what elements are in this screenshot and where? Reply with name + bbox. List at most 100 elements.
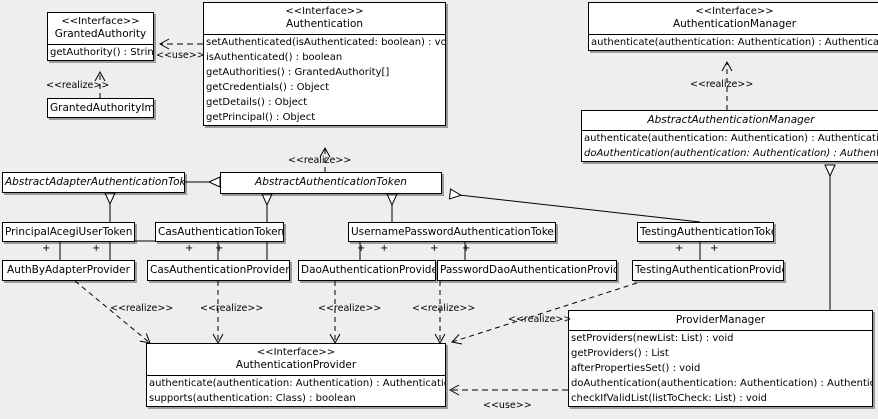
class-member: doAuthentication(authentication: Authent…: [584, 148, 878, 159]
class-header: <<Interface>> AuthenticationProvider: [147, 344, 445, 375]
class-box-dao-authentication-provider[interactable]: DaoAuthenticationProvider: [298, 260, 436, 281]
class-name: DaoAuthenticationProvider: [301, 264, 436, 276]
class-member: getAuthorities() : GrantedAuthority[]: [206, 67, 390, 78]
class-member: supports(authentication: Class) : boolea…: [149, 393, 356, 404]
class-header: <<Interface>> GrantedAuthority: [48, 13, 153, 44]
multiplicity-marker: +: [380, 243, 389, 254]
class-name: AuthenticationProvider: [235, 359, 357, 371]
multiplicity-marker: +: [430, 243, 439, 254]
class-box-abstract-adapter-authentication-token[interactable]: AbstractAdapterAuthenticationToken: [2, 172, 185, 193]
class-name: AuthByAdapterProvider: [7, 264, 130, 276]
class-header: <<Interface>> Authentication: [204, 3, 445, 34]
class-name: TestingAuthenticationProvider: [635, 264, 784, 276]
class-name: CasAuthenticationToken: [158, 226, 284, 238]
class-member: getPrincipal() : Object: [206, 112, 316, 123]
class-header: DaoAuthenticationProvider: [299, 261, 435, 280]
class-header: TestingAuthenticationToken: [638, 223, 774, 241]
class-box-abstract-authentication-token[interactable]: AbstractAuthenticationToken: [220, 172, 442, 194]
class-member: authenticate(authentication: Authenticat…: [584, 133, 878, 144]
class-box-provider-manager[interactable]: ProviderManager setProviders(newList: Li…: [568, 310, 873, 407]
class-members: setAuthenticated(isAuthenticated: boolea…: [204, 34, 445, 125]
edge-label-use-authentication-granted-authority: <<use>>: [156, 50, 205, 61]
class-member: doAuthentication(authentication: Authent…: [571, 378, 873, 389]
class-member: setAuthenticated(isAuthenticated: boolea…: [206, 37, 446, 48]
class-box-granted-authority-impl[interactable]: GrantedAuthorityImpl: [47, 98, 154, 118]
class-members: authenticate(authentication: Authenticat…: [147, 375, 445, 406]
class-header: PasswordDaoAuthenticationProvider: [438, 261, 616, 280]
class-member: checkIfValidList(listToCheck: List) : vo…: [571, 393, 768, 404]
multiplicity-marker: +: [42, 243, 51, 254]
class-header: <<Interface>> AuthenticationManager: [589, 3, 878, 34]
class-members: authenticate(authentication: Authenticat…: [589, 34, 878, 50]
multiplicity-marker: +: [92, 243, 101, 254]
class-header: AuthByAdapterProvider: [3, 261, 134, 280]
class-box-authentication-provider[interactable]: <<Interface>> AuthenticationProvider aut…: [146, 343, 446, 407]
class-member: getProviders() : List: [571, 348, 669, 359]
class-name: UsernamePasswordAuthenticationToken: [351, 226, 556, 238]
class-name: PasswordDaoAuthenticationProvider: [440, 264, 617, 276]
class-name: CasAuthenticationProvider: [150, 264, 290, 276]
class-box-abstract-authentication-manager[interactable]: AbstractAuthenticationManager authentica…: [581, 110, 878, 162]
edge-label-use-provider-manager: <<use>>: [483, 400, 532, 411]
edge-label-realize-granted-authority-impl: <<realize>>: [46, 80, 110, 91]
class-stereotype: <<Interface>>: [285, 6, 364, 17]
class-name: GrantedAuthorityImpl: [50, 102, 154, 114]
edge-label-realize-dao-authentication-provider: <<realize>>: [318, 303, 382, 314]
multiplicity-marker: +: [357, 243, 366, 254]
class-name: GrantedAuthority: [54, 28, 147, 40]
class-name: TestingAuthenticationToken: [640, 226, 774, 238]
class-header: UsernamePasswordAuthenticationToken: [349, 223, 556, 241]
class-stereotype: <<Interface>>: [695, 6, 774, 17]
class-member: afterPropertiesSet() : void: [571, 363, 701, 374]
class-header: CasAuthenticationToken: [156, 223, 284, 241]
class-box-cas-authentication-token[interactable]: CasAuthenticationToken: [155, 222, 284, 242]
class-header: AbstractAuthenticationManager: [582, 111, 878, 130]
class-header: AbstractAuthenticationToken: [221, 173, 441, 192]
class-member: setProviders(newList: List) : void: [571, 333, 734, 344]
class-box-username-password-authentication-token[interactable]: UsernamePasswordAuthenticationToken: [348, 222, 556, 242]
class-member: getCredentials() : Object: [206, 82, 330, 93]
edge-label-realize-abstract-authentication-token: <<realize>>: [288, 155, 352, 166]
class-header: PrincipalAcegiUserToken: [3, 223, 134, 241]
class-box-testing-authentication-token[interactable]: TestingAuthenticationToken: [637, 222, 774, 242]
class-name: AbstractAdapterAuthenticationToken: [5, 176, 185, 188]
class-header: AbstractAdapterAuthenticationToken: [3, 173, 184, 192]
class-name: AbstractAuthenticationToken: [255, 176, 407, 188]
class-member: authenticate(authentication: Authenticat…: [591, 37, 878, 48]
class-header: CasAuthenticationProvider: [148, 261, 289, 280]
class-name: AbstractAuthenticationManager: [647, 114, 815, 126]
multiplicity-marker: +: [462, 243, 471, 254]
edge-label-realize-testing-authentication-provider: <<realize>>: [508, 314, 572, 325]
class-member: getAuthority() : String: [50, 47, 154, 58]
edge-label-realize-cas-authentication-provider: <<realize>>: [200, 303, 264, 314]
class-box-auth-by-adapter-provider[interactable]: AuthByAdapterProvider: [2, 260, 135, 281]
edge-label-realize-password-dao-provider: <<realize>>: [412, 303, 476, 314]
class-members: setProviders(newList: List) : void getPr…: [569, 330, 872, 406]
class-member: authenticate(authentication: Authenticat…: [149, 378, 446, 389]
class-member: getDetails() : Object: [206, 97, 308, 108]
class-name: AuthenticationManager: [672, 18, 797, 30]
class-box-granted-authority[interactable]: <<Interface>> GrantedAuthority getAuthor…: [47, 12, 154, 61]
class-box-authentication[interactable]: <<Interface>> Authentication setAuthenti…: [203, 2, 446, 126]
class-box-testing-authentication-provider[interactable]: TestingAuthenticationProvider: [632, 260, 784, 281]
class-name: PrincipalAcegiUserToken: [5, 226, 133, 238]
class-name: Authentication: [285, 18, 364, 30]
class-header: TestingAuthenticationProvider: [633, 261, 783, 280]
multiplicity-marker: +: [185, 243, 194, 254]
class-header: GrantedAuthorityImpl: [48, 99, 154, 117]
class-box-password-dao-authentication-provider[interactable]: PasswordDaoAuthenticationProvider: [437, 260, 617, 281]
class-header: ProviderManager: [569, 311, 872, 330]
multiplicity-marker: +: [215, 243, 224, 254]
class-members: getAuthority() : String: [48, 44, 153, 60]
class-stereotype: <<Interface>>: [256, 347, 336, 358]
edge-label-realize-auth-by-adapter-provider: <<realize>>: [110, 303, 174, 314]
class-box-authentication-manager[interactable]: <<Interface>> AuthenticationManager auth…: [588, 2, 878, 51]
class-member: isAuthenticated() : boolean: [206, 52, 343, 63]
class-members: authenticate(authentication: Authenticat…: [582, 130, 878, 161]
edge-label-realize-authentication-manager: <<realize>>: [690, 79, 754, 90]
class-box-cas-authentication-provider[interactable]: CasAuthenticationProvider: [147, 260, 290, 281]
class-box-principal-acegi-user-token[interactable]: PrincipalAcegiUserToken: [2, 222, 135, 242]
class-name: ProviderManager: [675, 314, 766, 326]
class-stereotype: <<Interface>>: [61, 16, 140, 27]
